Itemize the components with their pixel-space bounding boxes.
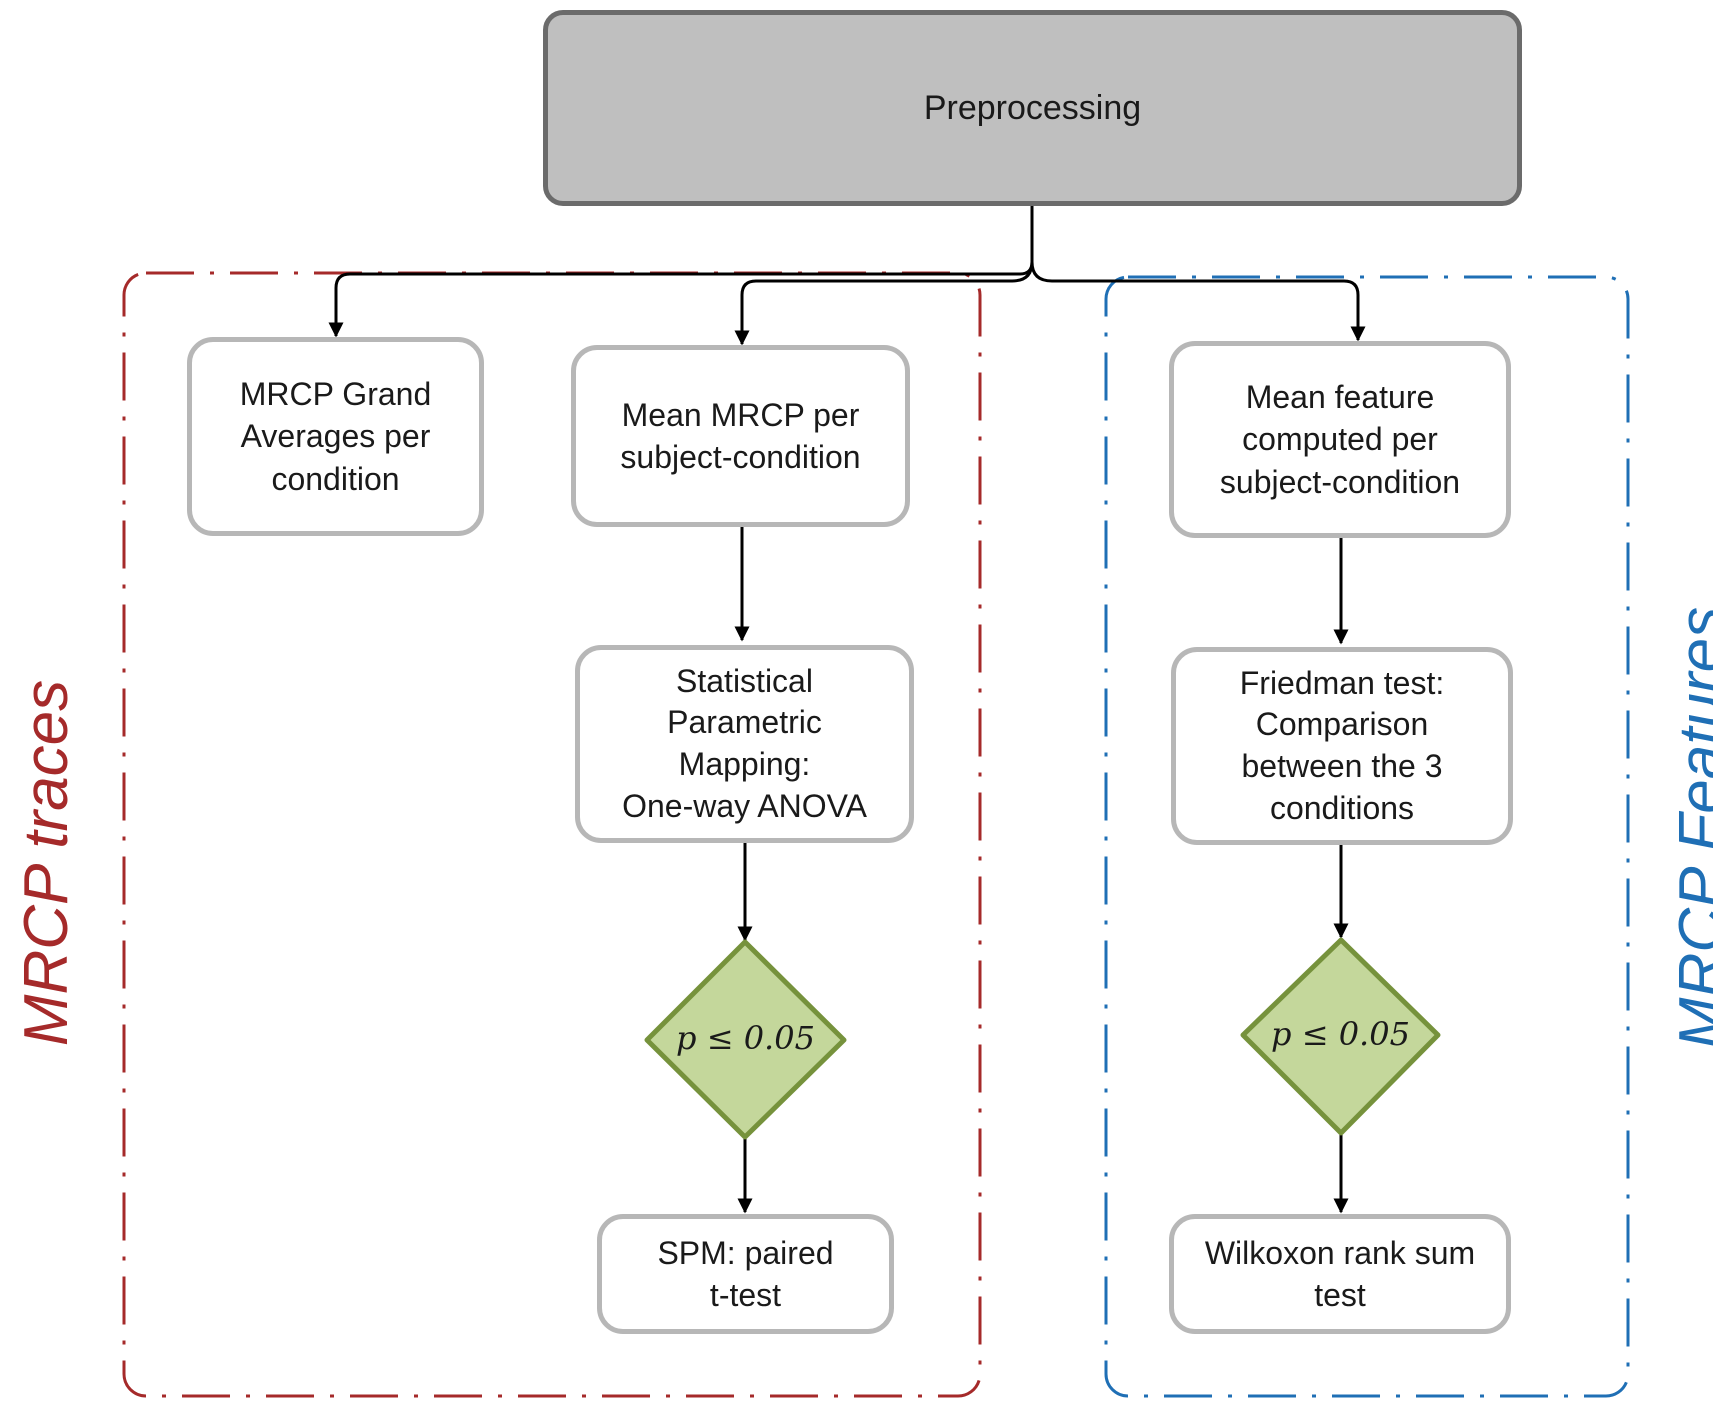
wilkoxon-box: Wilkoxon rank sum test [1169, 1214, 1511, 1334]
traces-decision-diamond [644, 939, 847, 1140]
features-decision-label: p ≤ 0.05 [1271, 1015, 1410, 1053]
connector-to-grand-averages [328, 206, 1034, 338]
friedman-box: Friedman test: Comparison between the 3 … [1171, 647, 1513, 845]
spm-anova-box: Statistical Parametric Mapping: One-way … [575, 645, 914, 843]
spm-ttest-box: SPM: paired t-test [597, 1214, 894, 1334]
features-decision-diamond [1240, 937, 1441, 1136]
mean-feature-box: Mean feature computed per subject-condit… [1169, 341, 1511, 538]
preprocessing-box: Preprocessing [543, 10, 1522, 206]
features-group-frame [1104, 275, 1630, 1398]
features-group-label: MRCP Features [1666, 606, 1713, 1050]
connector-to-mean-mrcp [734, 261, 1034, 346]
grand-averages-box: MRCP Grand Averages per condition [187, 337, 484, 536]
traces-decision-label: p ≤ 0.05 [676, 1019, 815, 1057]
connector-to-mean-feature [1030, 261, 1366, 342]
traces-group-frame [122, 271, 982, 1398]
mean-mrcp-box: Mean MRCP per subject-condition [571, 345, 910, 527]
traces-group-label: MRCP traces [11, 679, 81, 1047]
